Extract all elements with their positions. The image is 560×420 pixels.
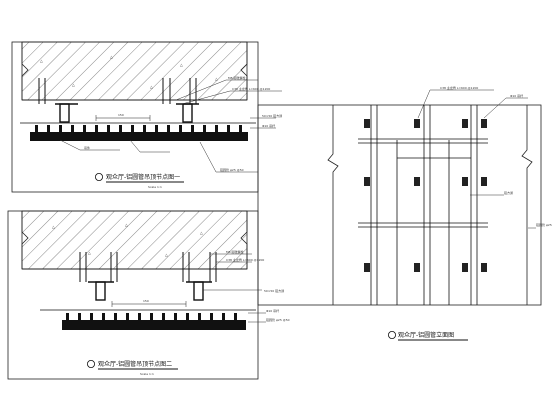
svg-text:△: △	[125, 223, 128, 227]
detail-bottom-title: 观众厅-铝圆管吊顶节点图二	[98, 360, 172, 368]
callout-bottom-5: 铝圆管 φ25 @50	[266, 317, 290, 322]
callout-top-6: 铝圆管 φ25 @50	[220, 167, 244, 172]
hanger-rods-bottom	[79, 252, 217, 282]
svg-text:△: △	[150, 85, 153, 89]
dim-label-top: 150	[118, 113, 124, 117]
vertical-members	[370, 105, 478, 305]
callout-top-5: 吊件	[84, 145, 90, 150]
callout-bottom-2: C38 主龙骨 L=600 @1200	[226, 257, 264, 262]
ceiling-tubes-bottom	[40, 309, 256, 330]
svg-text:△: △	[180, 63, 183, 67]
dimension-line-bottom	[111, 301, 187, 307]
detail-top-title-block: 观众厅-铝圆管吊顶节点图一 Scale 1:1	[95, 172, 184, 189]
elevation-title: 观众厅-铝圆管立面图	[398, 331, 454, 339]
callout-elev-2: Φ10 吊杆	[510, 93, 523, 98]
svg-text:△: △	[215, 77, 218, 81]
detail-bottom-scale: Scale 1:1	[140, 372, 154, 376]
svg-text:△: △	[165, 253, 168, 257]
callout-bottom-3: 50×50 铝方通	[264, 288, 284, 293]
svg-text:△: △	[88, 251, 91, 255]
detail-marker-bottom	[87, 359, 96, 368]
callout-top-2: C38 主龙骨 L=600 @1200	[232, 86, 270, 91]
anchor-blocks	[364, 119, 487, 272]
callout-top-4: Φ10 吊杆	[262, 123, 275, 128]
detail-marker-elevation	[387, 330, 396, 339]
dimension-line-top	[95, 115, 151, 121]
horizontal-members	[358, 138, 488, 228]
callout-elev-4: 铝圆管 φ25	[536, 222, 552, 227]
leaders-top	[59, 79, 282, 173]
ceiling-tubes-top	[20, 122, 256, 141]
elevation-frame	[257, 104, 542, 306]
break-line-left	[327, 105, 339, 305]
detail-marker-top	[95, 172, 104, 181]
detail-bottom-title-block: 观众厅-铝圆管吊顶节点图二 Scale 1:1	[87, 359, 178, 376]
leaders-elevation	[417, 89, 536, 229]
svg-text:△: △	[110, 55, 113, 59]
callout-bottom-1: M8 膨胀螺栓	[226, 249, 243, 254]
callout-bottom-4: Φ10 吊杆	[266, 308, 279, 313]
detail-top-scale: Scale 1:1	[148, 185, 162, 189]
callout-elev-1: C38 主龙骨 L=600 @1200	[440, 85, 478, 90]
concrete-slab-top: △ △ △ △ △ △	[21, 41, 248, 101]
detail-top-title: 观众厅-铝圆管吊顶节点图一	[106, 173, 180, 181]
detail-bottom: △ △ △ △ △ 150	[7, 210, 290, 380]
detail-top: △ △ △ △ △ △ 150	[11, 41, 282, 193]
svg-text:△: △	[200, 231, 203, 235]
callout-top-1: M8 膨胀螺栓	[228, 75, 245, 80]
callout-top-3: 50×50 铝方通	[262, 113, 282, 118]
elevation-title-block: 观众厅-铝圆管立面图	[387, 330, 468, 341]
c-channel-brackets-bottom	[22, 268, 247, 301]
break-line-right	[521, 105, 533, 305]
elevation-view: C38 主龙骨 L=600 @1200 Φ10 吊杆 铝方通 铝圆管 φ25 观…	[257, 85, 552, 341]
svg-text:△: △	[40, 59, 43, 63]
svg-text:△: △	[52, 225, 55, 229]
svg-text:△: △	[72, 83, 75, 87]
concrete-slab-bottom: △ △ △ △ △	[21, 210, 248, 270]
callout-elev-3: 铝方通	[504, 190, 513, 195]
leaders-bottom	[203, 253, 266, 323]
c-channel-brackets-top	[22, 99, 247, 123]
dim-label-bottom: 150	[143, 299, 149, 303]
